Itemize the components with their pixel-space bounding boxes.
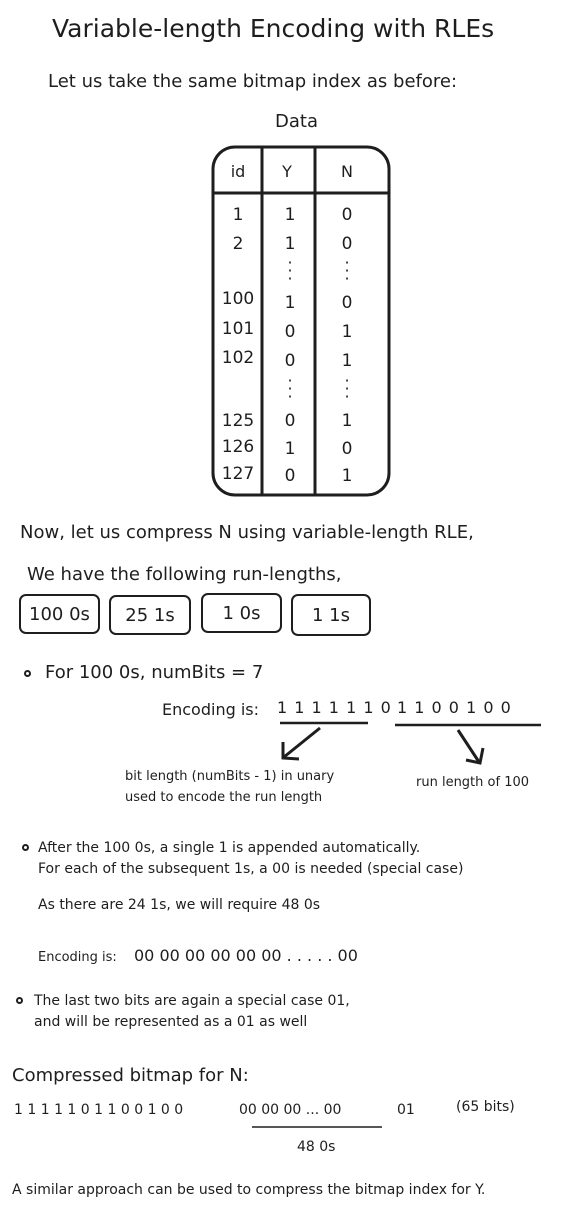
run-length-box: 100 0s (19, 594, 100, 634)
intro-text: Let us take the same bitmap index as bef… (48, 71, 458, 92)
bullet2-line2: For each of the subsequent 1s, a 00 is n… (38, 861, 464, 877)
arrow-right-head (465, 747, 485, 765)
run-length-box: 1 1s (291, 594, 371, 636)
table-cell: 0 (284, 322, 296, 342)
bullet1-text: For 100 0s, numBits = 7 (45, 662, 264, 683)
table-header-y: Y (282, 162, 292, 181)
arrow-right-shaft (456, 729, 481, 763)
table-caption: Data (275, 111, 318, 132)
ellipsis-dots-y: ··· (287, 253, 293, 288)
compressed-heading: Compressed bitmap for N: (12, 1065, 249, 1086)
table-cell: 0 (341, 205, 353, 225)
table-cell: 1 (284, 439, 296, 459)
table-cell: 101 (221, 319, 255, 339)
encoding-label-2: Encoding is: (38, 950, 117, 965)
table-cell: 102 (221, 348, 255, 368)
table-cell: 1 (341, 351, 353, 371)
unary-bits: 1 1 1 1 1 1 0 (277, 698, 392, 717)
note-unary-line1: bit length (numBits - 1) in unary (125, 769, 335, 784)
page-title: Variable-length Encoding with RLEs (52, 14, 495, 43)
ellipsis-dots-y: ··· (287, 371, 293, 406)
bullet3-line2: and will be represented as a 01 as well (34, 1014, 308, 1030)
bullet2-line3: As there are 24 1s, we will require 48 0… (38, 897, 321, 913)
table-cell: 0 (284, 411, 296, 431)
table-cell: 0 (341, 439, 353, 459)
compressed-bit-count: (65 bits) (456, 1099, 515, 1115)
ellipsis-dots-n: ··· (344, 371, 350, 406)
encoding-label: Encoding is: (162, 700, 259, 719)
table-cell: 1 (341, 411, 353, 431)
compress-intro: Now, let us compress N using variable-le… (20, 522, 474, 543)
run-length-box: 25 1s (109, 595, 191, 635)
table-cell: 2 (232, 234, 244, 254)
binary-bits: 1 1 0 0 1 0 0 (397, 698, 512, 717)
bullet-point (16, 997, 23, 1004)
note-unary-line2: used to encode the run length (125, 790, 323, 805)
table-cell: 1 (341, 322, 353, 342)
footer-text: A similar approach can be used to compre… (12, 1182, 486, 1198)
arrow-left-shaft (283, 726, 321, 759)
bullet-point (22, 844, 29, 851)
run-length-box: 1 0s (201, 593, 282, 633)
bullet3-line1: The last two bits are again a special ca… (34, 993, 350, 1009)
underbrace-label: 48 0s (297, 1139, 336, 1155)
compressed-part2: 00 00 00 ... 00 (239, 1102, 342, 1118)
bullet2-line1: After the 100 0s, a single 1 is appended… (38, 840, 421, 856)
table-cell: 0 (341, 293, 353, 313)
table-cell: 0 (284, 351, 296, 371)
table-cell: 125 (221, 411, 255, 431)
table-cell: 0 (284, 466, 296, 486)
table-cell: 1 (232, 205, 244, 225)
bullet-point (24, 670, 31, 677)
table-cell: 1 (341, 466, 353, 486)
runs-intro: We have the following run-lengths, (27, 564, 342, 585)
table-cell: 1 (284, 205, 296, 225)
table-cell: 127 (221, 464, 255, 484)
encoding-zeros: 00 00 00 00 00 00 . . . . . 00 (134, 946, 358, 965)
table-border (211, 145, 391, 497)
table-cell: 1 (284, 234, 296, 254)
arrow-left-head (281, 742, 300, 761)
table-cell: 0 (341, 234, 353, 254)
compressed-part1: 1 1 1 1 1 0 1 1 0 0 1 0 0 (14, 1102, 184, 1118)
table-cell: 126 (221, 437, 255, 457)
note-binary: run length of 100 (416, 775, 530, 790)
table-cell: 100 (221, 289, 255, 309)
table-header-id: id (230, 162, 246, 181)
compressed-part3: 01 (397, 1102, 415, 1118)
ellipsis-dots-n: ··· (344, 253, 350, 288)
table-cell: 1 (284, 293, 296, 313)
table-header-n: N (341, 162, 353, 181)
